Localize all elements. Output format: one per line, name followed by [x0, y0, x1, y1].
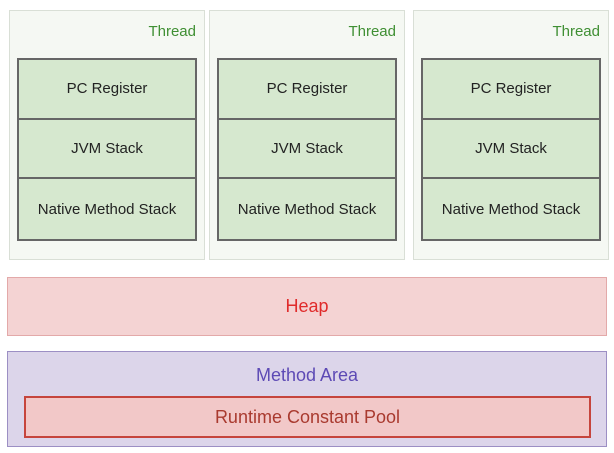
thread-label: Thread — [148, 23, 196, 40]
native-method-stack: Native Method Stack — [237, 200, 377, 218]
heap: Heap — [7, 277, 607, 336]
thread-label: Thread — [348, 23, 396, 40]
thread-stack: PC Register JVM Stack Native Method Stac… — [421, 58, 601, 241]
native-method-stack: Native Method Stack — [37, 200, 177, 218]
pc-register: PC Register — [19, 60, 195, 120]
thread-stack: PC Register JVM Stack Native Method Stac… — [217, 58, 397, 241]
method-area: Method Area Runtime Constant Pool — [7, 351, 607, 447]
jvm-stack: JVM Stack — [219, 120, 395, 180]
thread-3: Thread PC Register JVM Stack Native Meth… — [413, 10, 609, 260]
method-area-label: Method Area — [255, 365, 359, 385]
jvm-stack: JVM Stack — [423, 120, 599, 180]
pc-register: PC Register — [219, 60, 395, 120]
thread-label: Thread — [552, 23, 600, 40]
native-method-stack: Native Method Stack — [441, 200, 581, 218]
pc-register: PC Register — [423, 60, 599, 120]
runtime-constant-pool: Runtime Constant Pool — [24, 396, 591, 438]
thread-1: Thread PC Register JVM Stack Native Meth… — [9, 10, 205, 260]
thread-stack: PC Register JVM Stack Native Method Stac… — [17, 58, 197, 241]
jvm-stack: JVM Stack — [19, 120, 195, 180]
thread-2: Thread PC Register JVM Stack Native Meth… — [209, 10, 405, 260]
